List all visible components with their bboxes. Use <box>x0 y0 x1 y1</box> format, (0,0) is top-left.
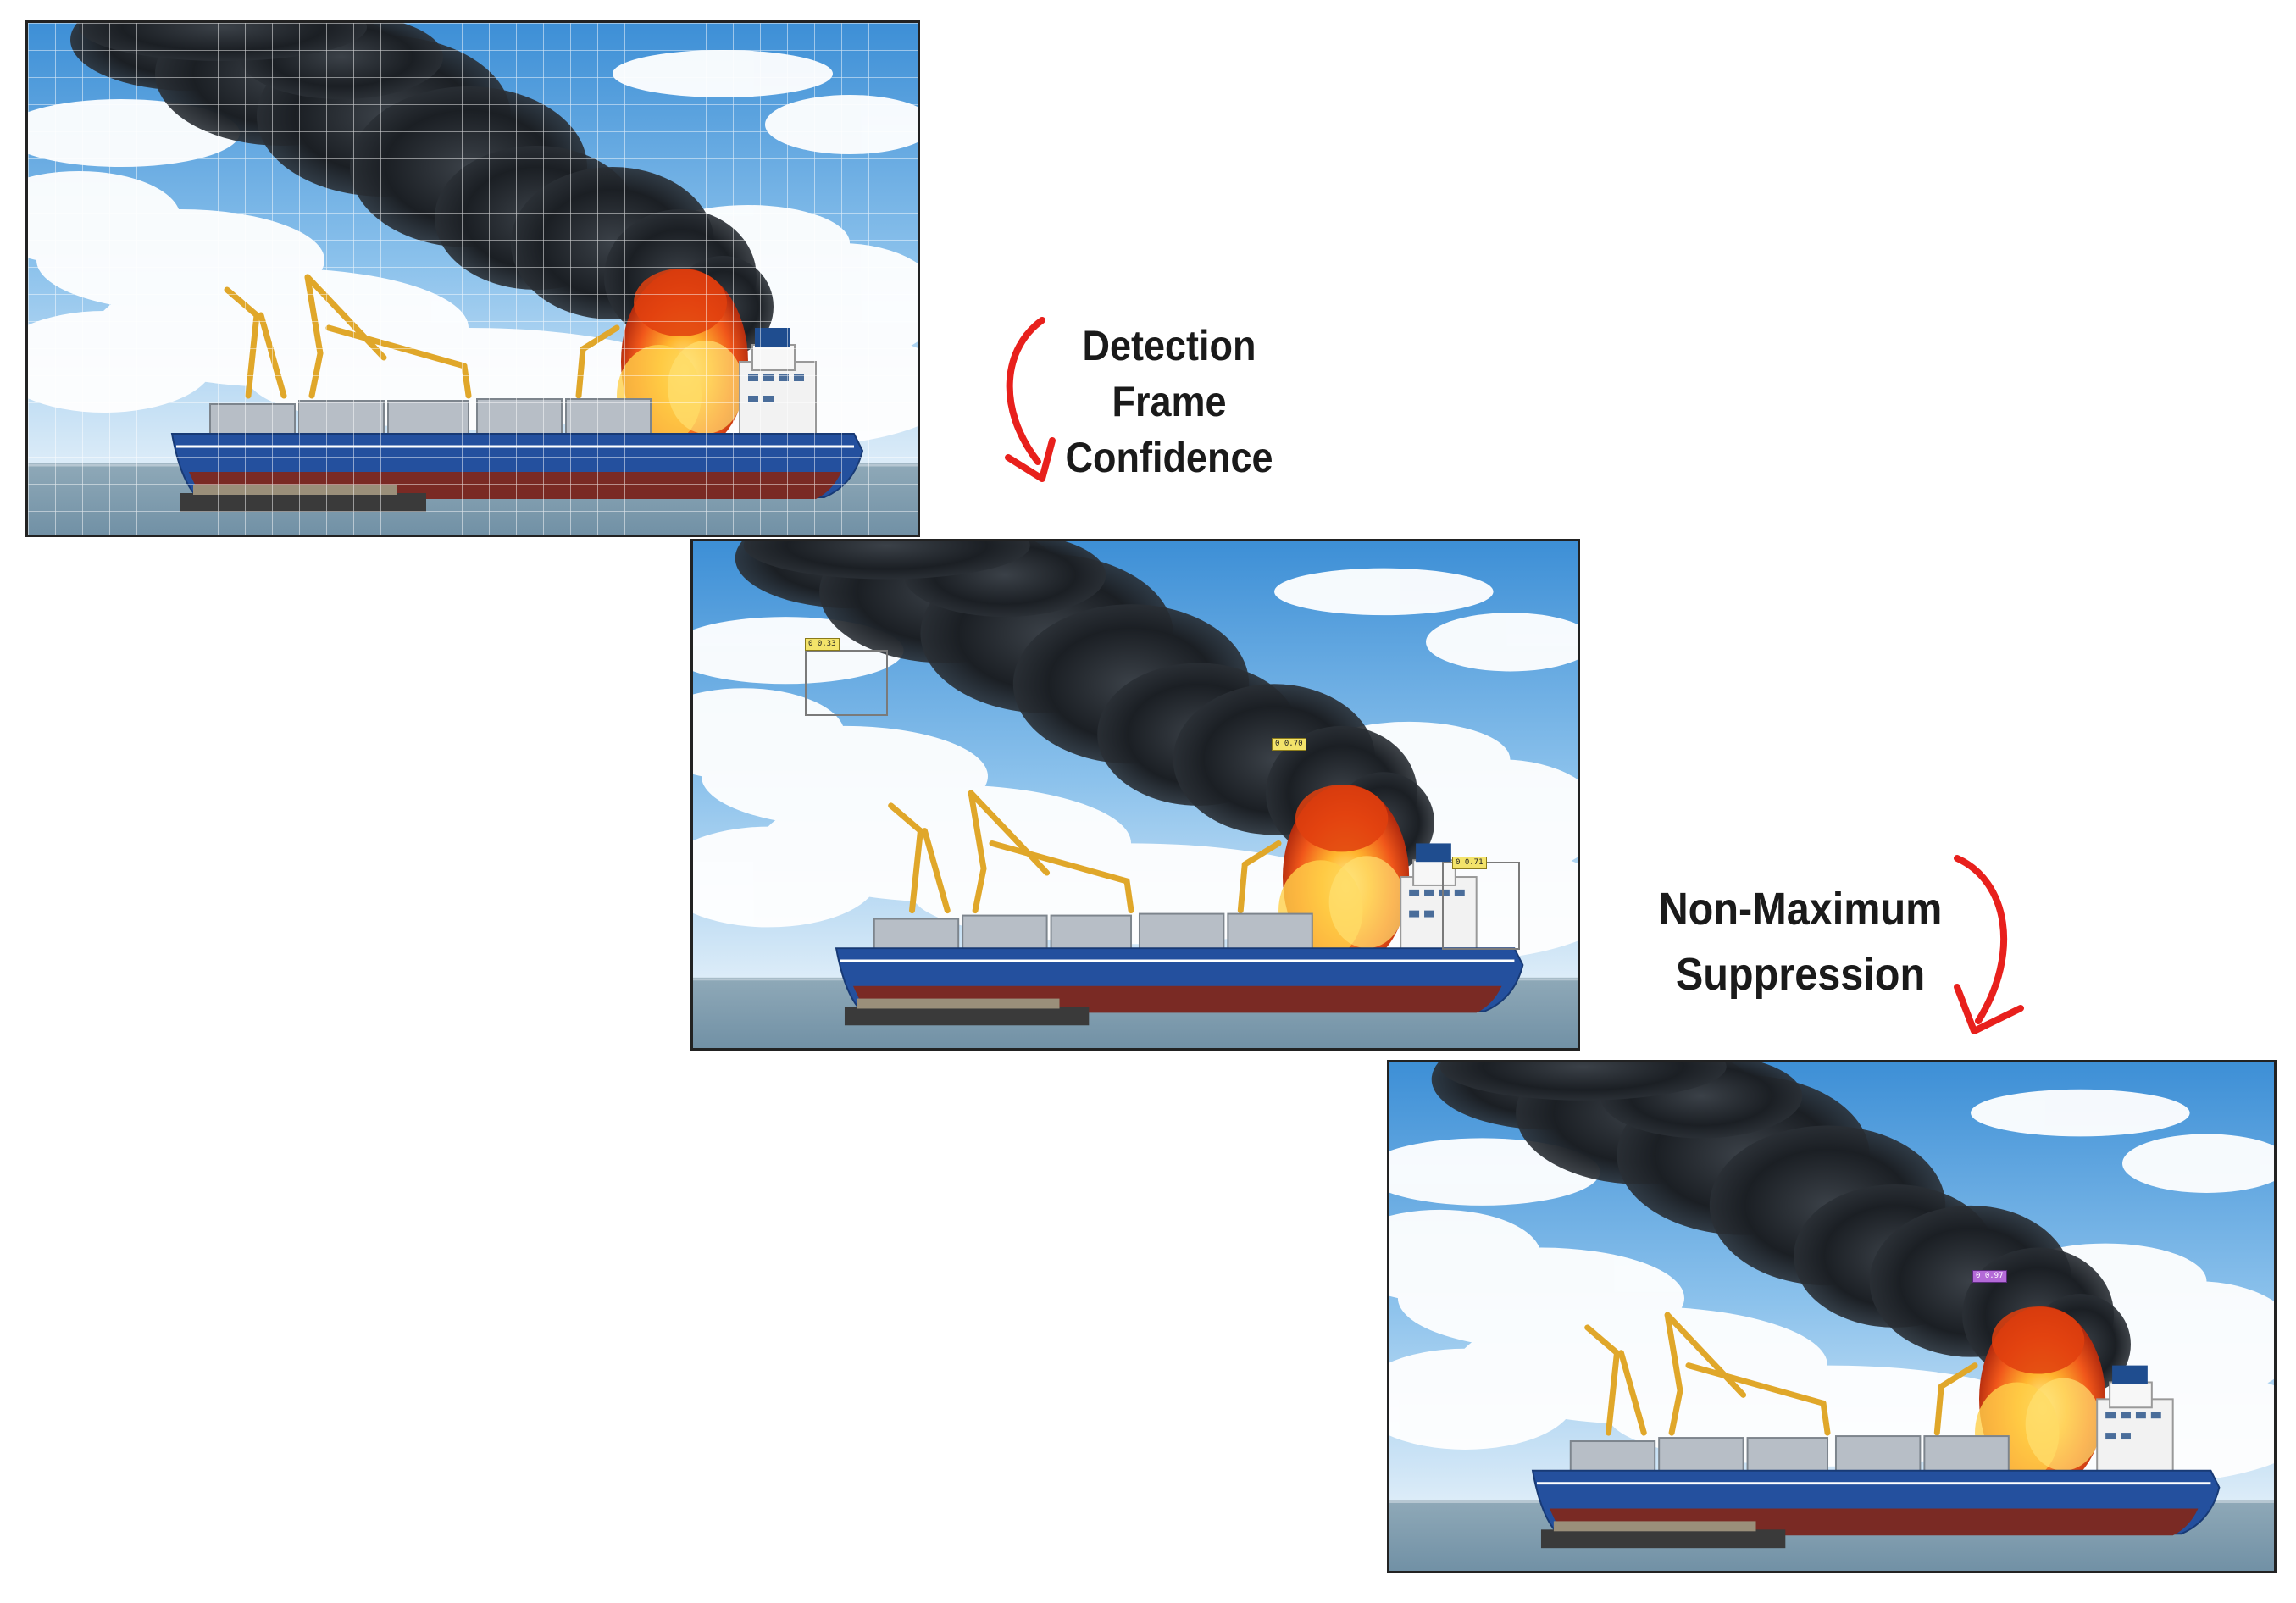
confidence-tag: 0 0.71 <box>1452 857 1487 869</box>
curved-arrow-icon <box>1954 855 2024 1034</box>
grid-input-image <box>25 20 920 537</box>
curved-arrow-icon <box>1005 317 1056 482</box>
step-label-nms: Non-Maximum Suppression <box>1625 877 1976 1007</box>
detection-candidates-image: 0 0.33 0 0.70 0 0.71 <box>690 539 1580 1051</box>
step-label-line: Suppression <box>1675 948 1926 1000</box>
burning-ship-image <box>693 541 1578 1048</box>
step-label-line: Detection <box>1082 322 1256 369</box>
nms-result-image: 0 0.97 <box>1387 1060 2277 1573</box>
burning-ship-image <box>28 23 918 535</box>
step-label-detection-confidence: Detection Frame Confidence <box>1024 318 1314 485</box>
confidence-tag: 0 0.33 <box>805 638 840 651</box>
burning-ship-image <box>1389 1062 2274 1571</box>
confidence-tag: 0 0.70 <box>1272 738 1306 751</box>
detection-box <box>1442 862 1520 950</box>
step-label-line: Non-Maximum <box>1658 884 1943 935</box>
detection-grid <box>28 23 918 535</box>
confidence-tag: 0 0.97 <box>1972 1270 2007 1283</box>
step-label-line: Confidence <box>1065 434 1273 481</box>
detection-box <box>805 650 888 716</box>
step-label-line: Frame <box>1112 378 1227 425</box>
